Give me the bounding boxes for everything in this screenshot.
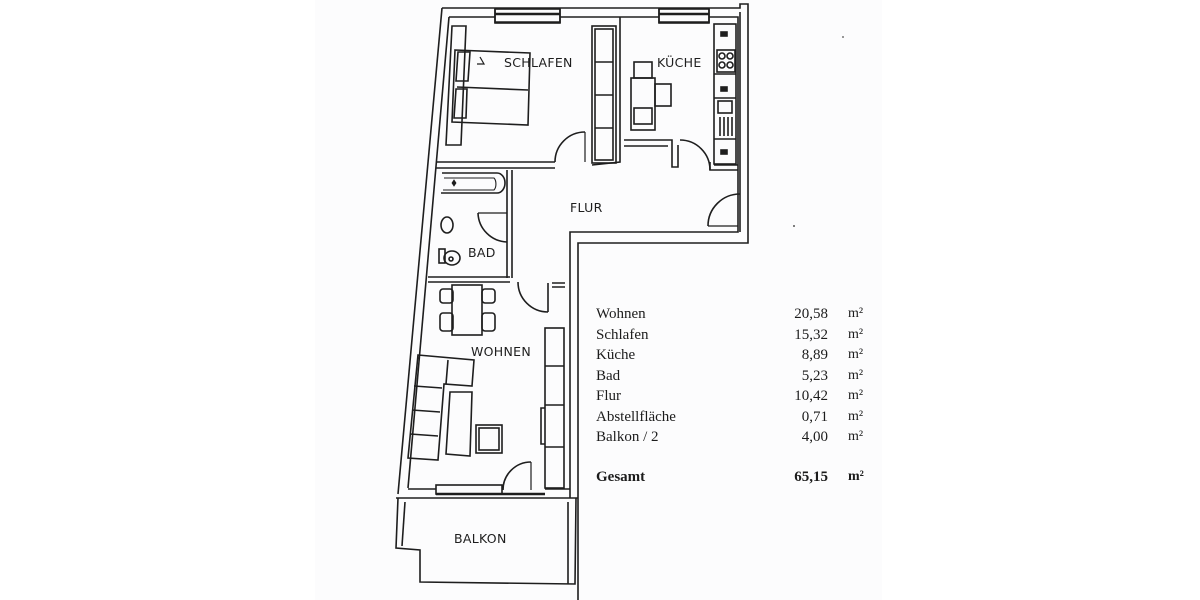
area-row-wohnen: Wohnen 20,58 m² — [596, 306, 866, 326]
living-room — [396, 281, 578, 499]
label-kueche: KÜCHE — [657, 54, 702, 70]
balcony — [395, 497, 577, 585]
area-unit: m² — [848, 388, 864, 403]
area-value: 4,00 — [801, 429, 828, 445]
label-balkon: BALKON — [454, 531, 507, 546]
area-value: 10,42 — [794, 388, 828, 404]
total-label: Gesamt — [596, 469, 646, 485]
area-label: Abstellfläche — [596, 408, 676, 425]
outer-walls — [397, 3, 749, 600]
scanned-paper — [315, 0, 882, 600]
area-value: 20,58 — [794, 306, 828, 322]
area-row-kueche: Küche 8,89 m² — [596, 347, 866, 367]
bedroom — [436, 17, 621, 169]
label-flur: FLUR — [570, 200, 603, 215]
area-unit: m² — [848, 306, 864, 321]
area-label: Küche — [596, 347, 636, 363]
area-row-total: Gesamt 65,15 m² — [596, 469, 866, 489]
area-unit: m² — [848, 367, 864, 383]
area-value: 0,71 — [801, 408, 828, 425]
area-value: 5,23 — [801, 367, 828, 384]
kitchen — [624, 23, 738, 171]
area-label: Flur — [596, 388, 622, 404]
area-unit: m² — [848, 326, 864, 342]
area-row-flur: Flur 10,42 m² — [596, 388, 866, 408]
area-label: Bad — [596, 367, 621, 384]
area-row-bad: Bad 5,23 m² — [596, 368, 866, 388]
total-unit: m² — [848, 469, 864, 484]
window-kueche — [658, 8, 710, 24]
area-row-balkon: Balkon / 2 4,00 m² — [596, 429, 866, 449]
bathroom — [428, 170, 513, 283]
area-row-abstellflaeche: Abstellfläche 0,71 m² — [596, 409, 866, 429]
hallway — [707, 193, 741, 227]
label-schlafen: SCHLAFEN — [504, 55, 573, 70]
area-label: Wohnen — [596, 306, 646, 322]
label-bad: BAD — [468, 245, 496, 260]
area-unit: m² — [848, 408, 864, 424]
total-value: 65,15 — [794, 469, 828, 485]
area-row-schlafen: Schlafen 15,32 m² — [596, 327, 866, 347]
window-schlafen — [494, 8, 561, 24]
label-wohnen: WOHNEN — [471, 344, 531, 359]
area-unit: m² — [848, 429, 864, 444]
area-value: 15,32 — [794, 326, 828, 343]
area-label: Balkon / 2 — [596, 429, 659, 445]
area-label: Schlafen — [596, 326, 649, 343]
area-value: 8,89 — [801, 347, 828, 363]
area-unit: m² — [848, 347, 864, 362]
